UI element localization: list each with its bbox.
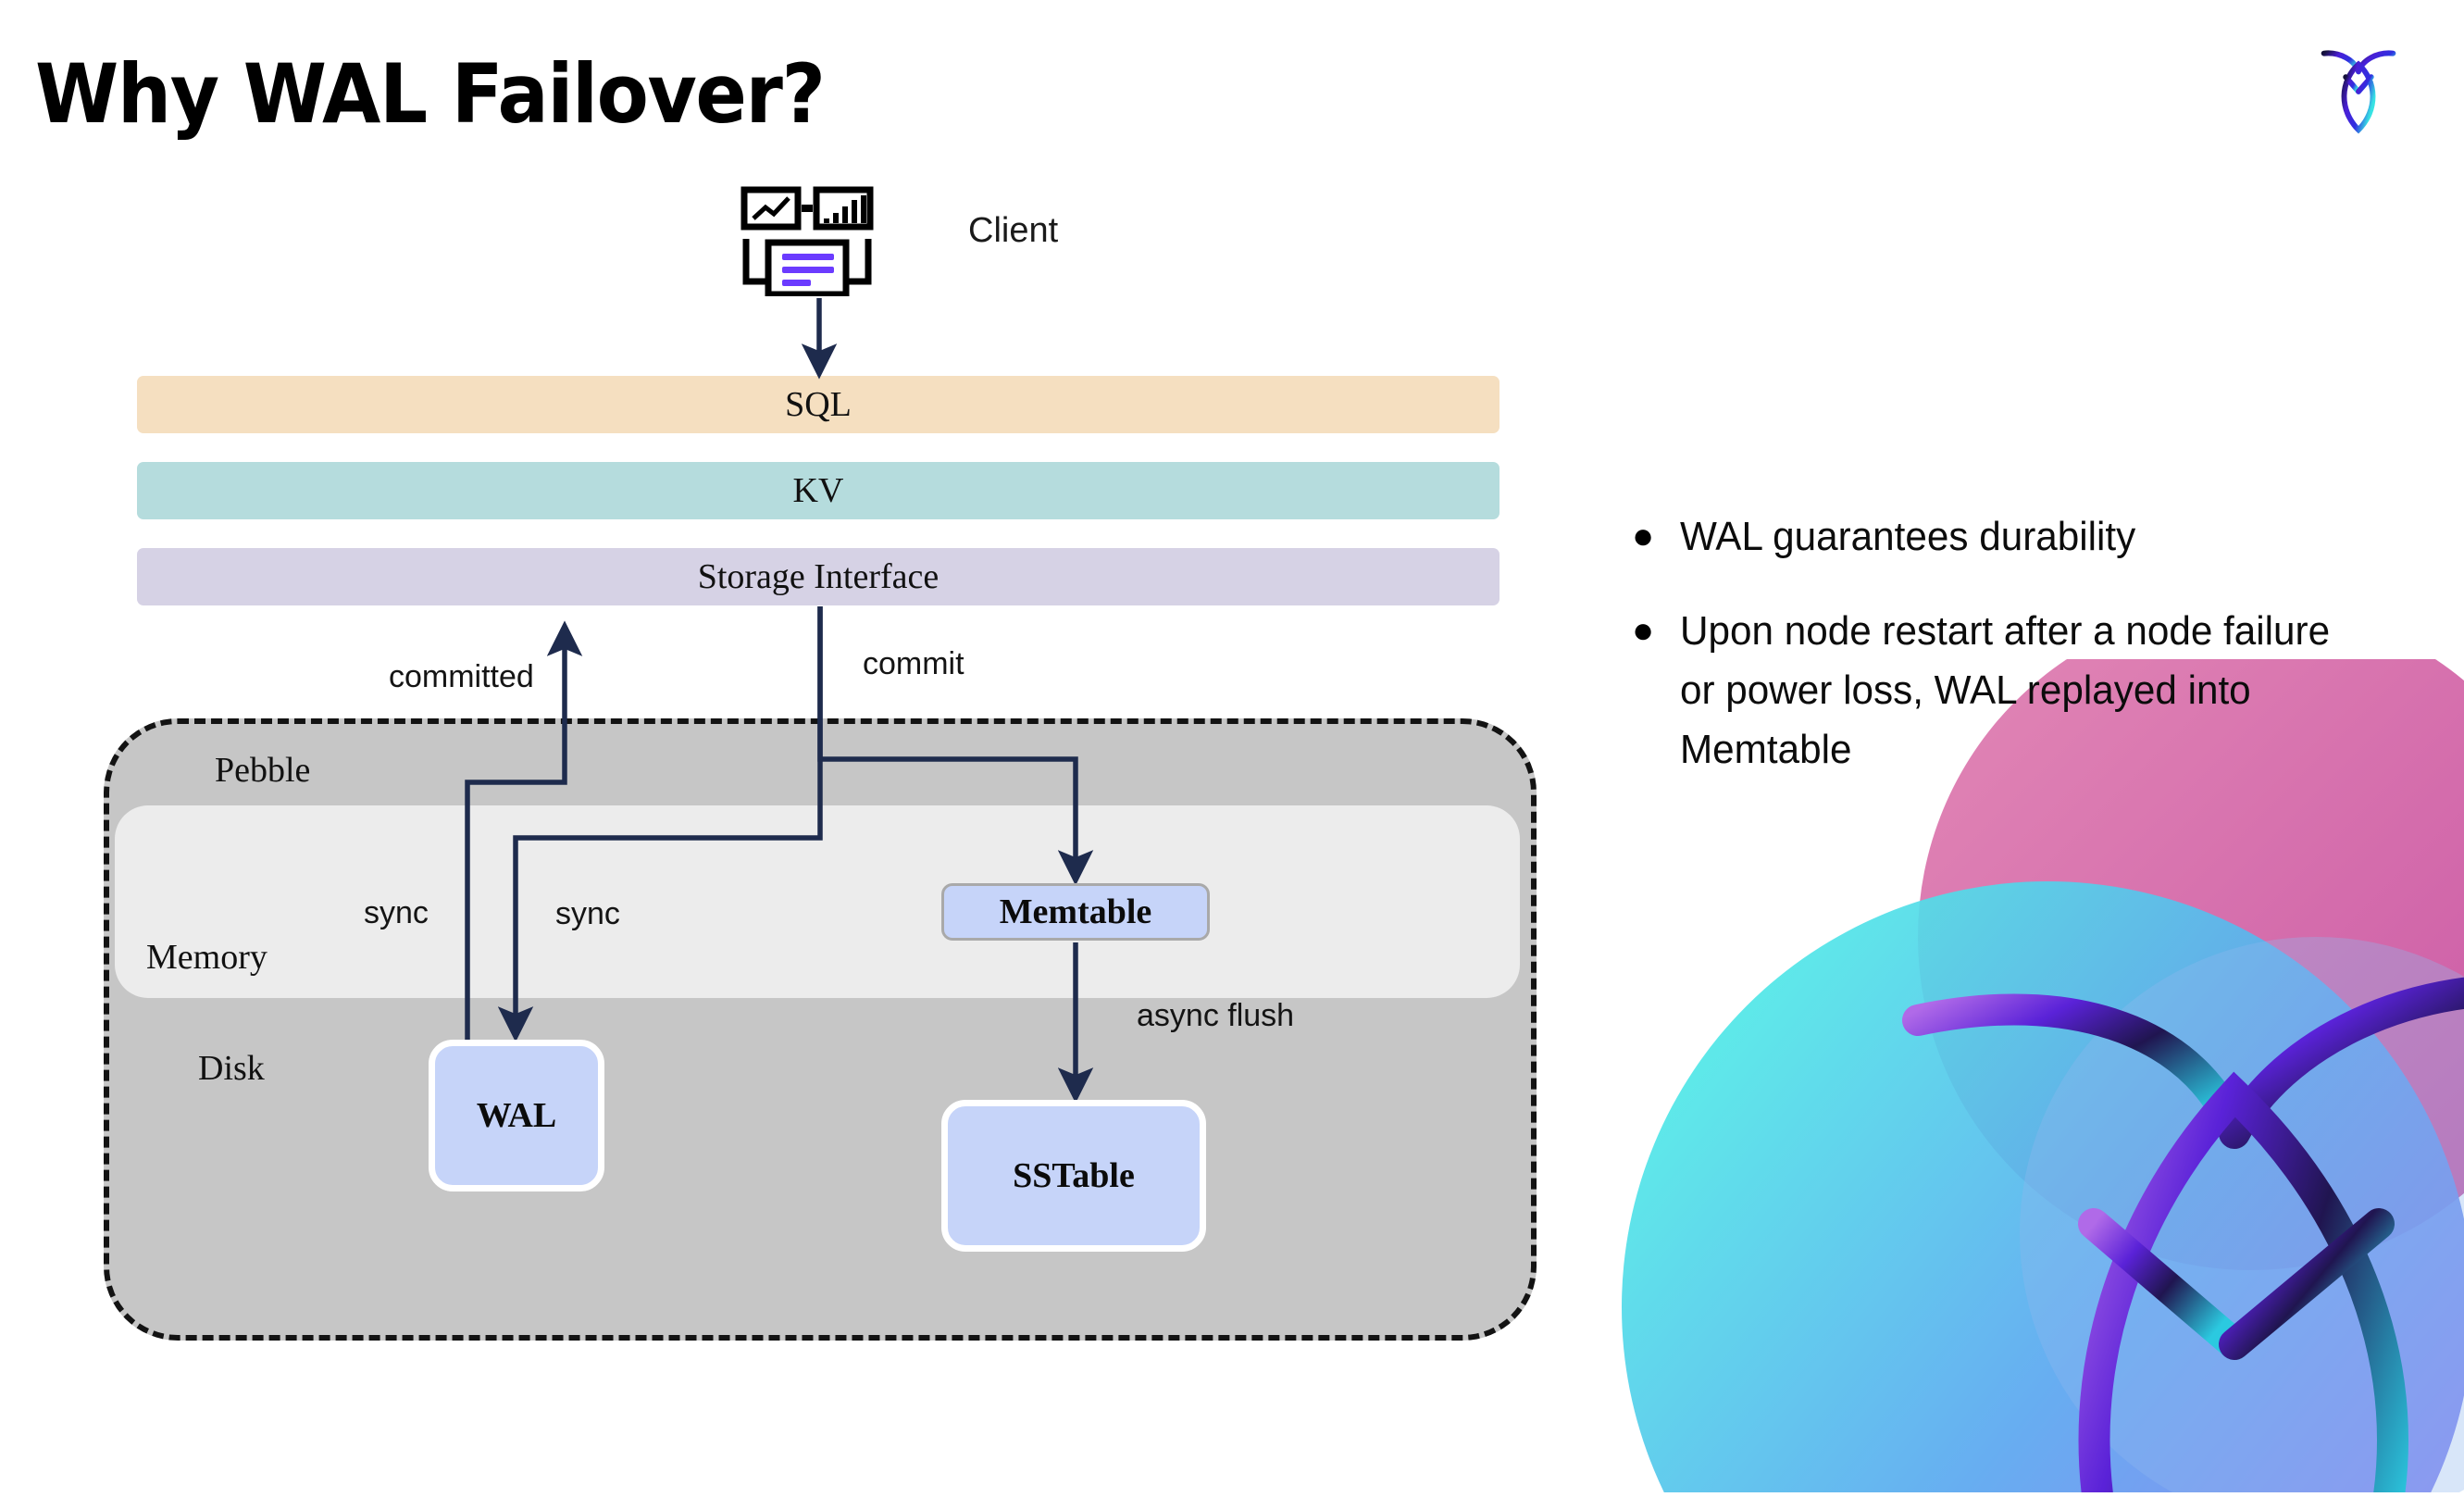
- layer-bar-kv: KV: [137, 462, 1500, 519]
- pebble-label: Pebble: [215, 751, 311, 790]
- list-item: ● Upon node restart after a node failure…: [1632, 602, 2400, 780]
- memory-region: [115, 805, 1520, 998]
- node-memtable: Memtable: [941, 883, 1210, 941]
- cockroachdb-logo-icon: [2304, 33, 2413, 143]
- edge-label-sync-left: sync: [364, 895, 429, 930]
- layer-label-storage: Storage Interface: [697, 557, 940, 596]
- node-sstable: SSTable: [941, 1100, 1206, 1252]
- client-terminal-icon: [739, 185, 887, 298]
- bullet-list: ● WAL guarantees durability ● Upon node …: [1632, 507, 2400, 815]
- bullet-text: WAL guarantees durability: [1680, 514, 2136, 559]
- node-wal: WAL: [429, 1040, 604, 1191]
- node-label-wal: WAL: [476, 1096, 557, 1135]
- bullet-marker-icon: ●: [1632, 516, 1655, 556]
- edge-label-commit: commit: [863, 646, 964, 681]
- page-title: Why WAL Failover?: [35, 46, 826, 142]
- bullet-marker-icon: ●: [1632, 610, 1655, 651]
- layer-label-kv: KV: [792, 471, 844, 510]
- disk-label: Disk: [198, 1049, 265, 1088]
- layer-label-sql: SQL: [785, 385, 852, 424]
- layer-bar-sql: SQL: [137, 376, 1500, 433]
- node-label-sstable: SSTable: [1013, 1156, 1135, 1195]
- memory-label: Memory: [146, 938, 268, 977]
- edge-label-committed: committed: [389, 659, 534, 694]
- list-item: ● WAL guarantees durability: [1632, 507, 2400, 567]
- client-label: Client: [968, 211, 1059, 250]
- bullet-text: Upon node restart after a node failure o…: [1680, 608, 2331, 772]
- node-label-memtable: Memtable: [999, 892, 1152, 931]
- edge-label-async-flush: async flush: [1137, 998, 1295, 1033]
- edge-label-sync-right: sync: [555, 896, 620, 931]
- layer-bar-storage: Storage Interface: [137, 548, 1500, 605]
